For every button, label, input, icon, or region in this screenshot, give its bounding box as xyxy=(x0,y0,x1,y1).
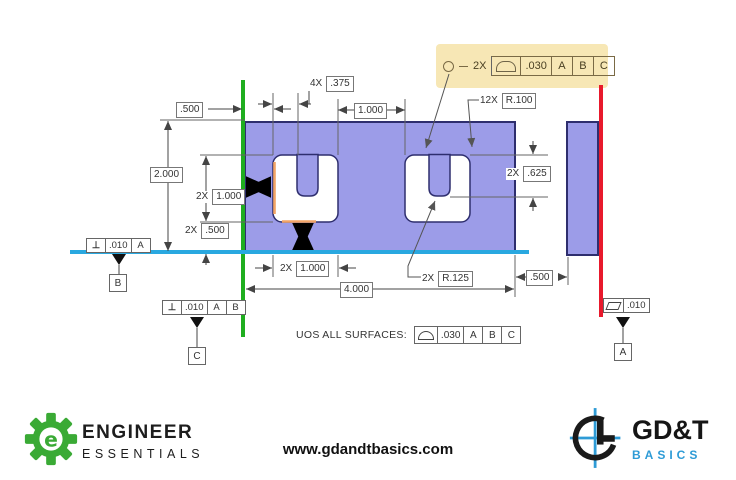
perpendicularity-icon: ⊥ xyxy=(162,300,182,315)
fcf-c-tolerance: .010 xyxy=(182,300,208,315)
profile-of-surface-icon xyxy=(491,56,522,76)
datum-a-triangle-icon xyxy=(616,317,630,328)
flatness-icon xyxy=(603,298,624,313)
callout-qty: 2X xyxy=(473,60,487,72)
fcf-c-datum-ref-b: B xyxy=(226,300,246,315)
basics-text: BASICS xyxy=(632,448,702,462)
dim-bottom-offset: 2X.500 xyxy=(184,223,229,239)
callout-tolerance: .030 xyxy=(521,56,552,76)
engineer-essentials-logo: e xyxy=(22,410,80,473)
highlighted-slot-surfaces xyxy=(273,162,316,223)
svg-text:e: e xyxy=(44,428,58,452)
left-slot-tongue xyxy=(296,153,319,197)
uos-note: UOS ALL SURFACES: .030 A B C xyxy=(296,326,522,344)
all-around-circle-icon xyxy=(443,60,454,72)
gdt-text: GD&T xyxy=(632,415,709,445)
gdt-basics-wordmark: GD&T BASICS xyxy=(632,415,709,463)
engineer-essentials-gear-icon: e xyxy=(24,412,78,466)
uos-note-text: UOS ALL SURFACES: xyxy=(296,329,407,341)
datum-a-label: A xyxy=(614,343,632,361)
right-slot-tongue xyxy=(428,153,451,197)
uos-datum-b: B xyxy=(483,326,503,344)
gdt-basics-logo xyxy=(568,406,626,475)
fcf-b-tolerance: .010 xyxy=(106,238,132,253)
part-side-view xyxy=(566,121,599,256)
fcf-datum-c: ⊥ .010 A B xyxy=(162,300,246,315)
profile-of-surface-icon xyxy=(413,326,438,344)
uos-datum-a: A xyxy=(464,326,484,344)
dim-slot-spacing: 1.000 xyxy=(354,103,388,119)
dim-tongue-depth: 2X.625 xyxy=(506,166,551,182)
website-url: www.gdandtbasics.com xyxy=(282,441,454,458)
highlighted-profile-callout: 2X .030 A B C xyxy=(436,44,615,88)
uos-datum-c: C xyxy=(502,326,522,344)
fcf-c-datum-ref-a: A xyxy=(207,300,227,315)
dim-overall-height: 2.000 xyxy=(150,167,184,183)
leader-dash xyxy=(459,65,468,67)
callout-datum-a: A xyxy=(551,56,573,76)
callout-datum-c: C xyxy=(593,56,615,76)
leader-lines xyxy=(407,73,483,278)
engineer-essentials-wordmark: ENGINEER ESSENTIALS xyxy=(82,422,204,461)
perpendicularity-icon: ⊥ xyxy=(86,238,106,253)
dim-offset-top: .500 xyxy=(176,102,204,118)
essentials-text: ESSENTIALS xyxy=(82,447,205,461)
gdt-basics-logo-icon xyxy=(569,408,621,468)
engineer-text: ENGINEER xyxy=(82,422,194,443)
datum-c-triangle-icon xyxy=(190,317,204,328)
fcf-b-datum-ref: A xyxy=(131,238,151,253)
fcf-datum-a: .010 xyxy=(603,298,650,313)
uos-tolerance: .030 xyxy=(437,326,465,344)
dim-leg-width: 4X.375 xyxy=(309,76,354,92)
fcf-datum-b: ⊥ .010 A xyxy=(86,238,151,253)
dimension-lines xyxy=(164,91,567,293)
datum-b-label: B xyxy=(109,274,127,292)
datum-b-triangle-icon xyxy=(112,254,126,265)
dim-thickness: .500 xyxy=(526,270,554,286)
fcf-a-tolerance: .010 xyxy=(624,298,650,313)
datum-feature-symbols xyxy=(112,254,630,347)
datum-c-label: C xyxy=(188,347,206,365)
dim-overall-width: 4.000 xyxy=(340,282,374,298)
callout-fcf: .030 A B C xyxy=(491,56,615,76)
callout-datum-b: B xyxy=(572,56,594,76)
uos-fcf: .030 A B C xyxy=(413,326,522,344)
